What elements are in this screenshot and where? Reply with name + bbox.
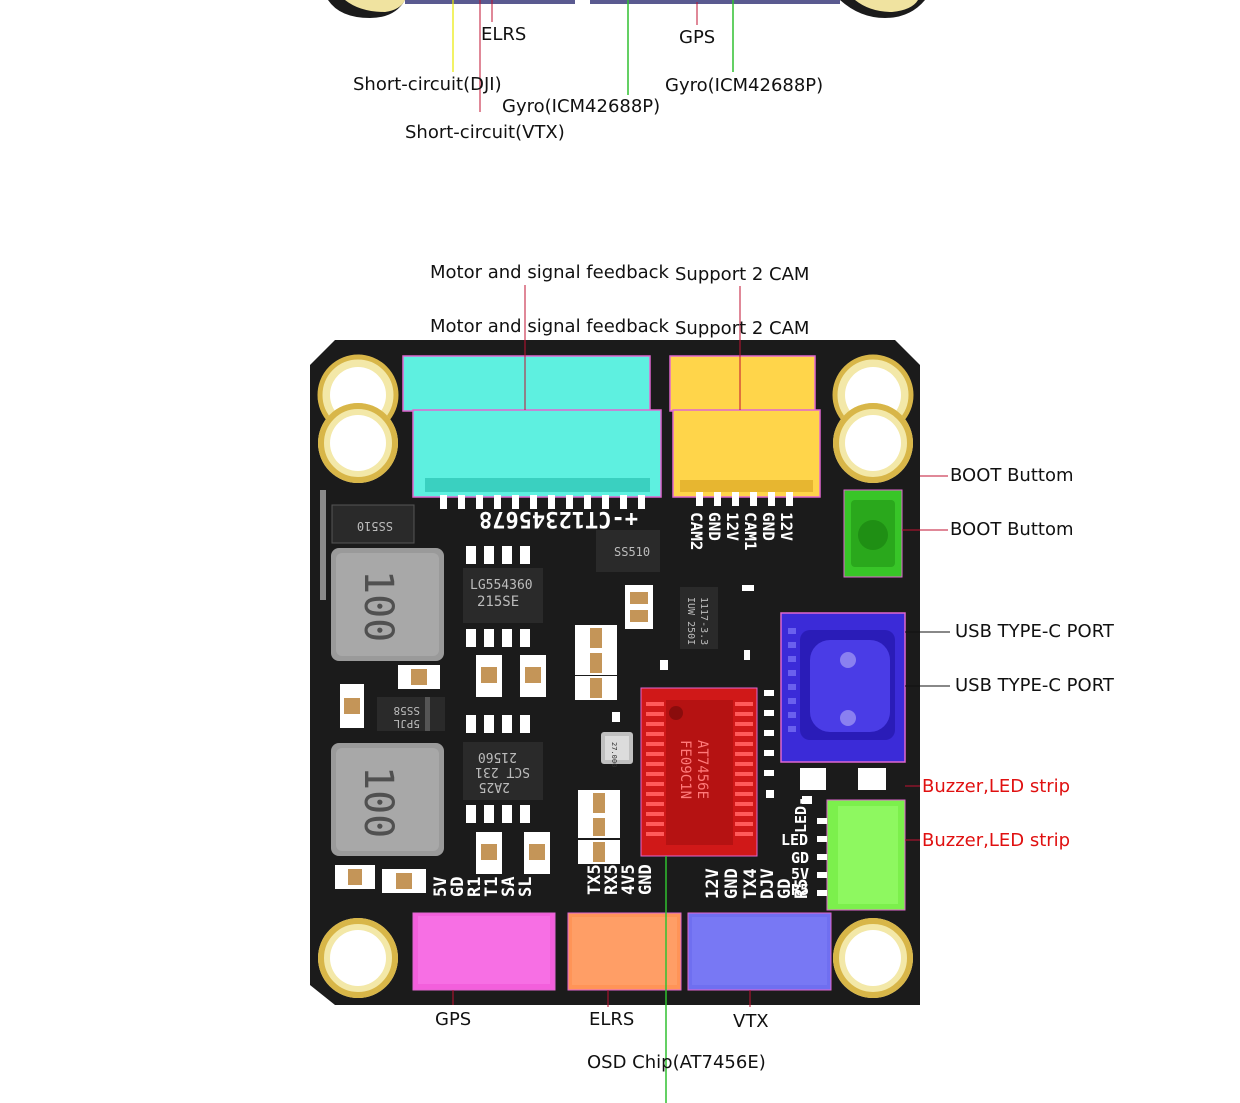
regulator-ic-2: [463, 742, 543, 800]
usb-callout-1: USB TYPE-C PORT: [955, 621, 1115, 642]
camera-pin-silkscreen: 12V GND CAM1 12V GND CAM2: [687, 512, 796, 551]
osd-chip-callout: OSD Chip(AT7456E): [587, 1052, 766, 1073]
svg-text:R5: R5: [791, 881, 809, 899]
motor-callout-2: Motor and signal feedback: [430, 316, 670, 337]
svg-text:RX5: RX5: [602, 864, 622, 895]
motor-callout-1: Motor and signal feedback: [430, 262, 670, 283]
motor-pin-silkscreen: +-CT12345678: [479, 506, 638, 531]
mounting-hole-bottom-right: [833, 918, 913, 998]
elrs-pin-silkscreen: TX5 RX5 4V5 GND: [585, 864, 656, 895]
led-pin-silkscreen: LED- LED GD 5V R5: [781, 797, 810, 899]
elrs-connector: [567, 912, 682, 991]
diode-mid-label: SS58: [394, 704, 421, 717]
svg-text:GND: GND: [636, 864, 656, 895]
callout-leader-lines: [452, 285, 950, 1103]
svg-text:5V: 5V: [791, 865, 809, 883]
regulator-ic-2-line1: 21560: [478, 749, 517, 764]
svg-text:GND: GND: [705, 512, 724, 541]
svg-text:12V: 12V: [703, 868, 723, 899]
regulator-ic-2-line3: 2A25: [479, 779, 510, 794]
svg-text:GD: GD: [791, 849, 809, 867]
boot-callout-1: BOOT Buttom: [950, 465, 1074, 486]
svg-text:GND: GND: [759, 512, 778, 541]
crystal: [601, 732, 633, 764]
top-short-circuit-dji-label: Short-circuit(DJI): [353, 74, 502, 95]
svg-text:12V: 12V: [777, 512, 796, 541]
diode-top-right: [596, 530, 660, 572]
vtx-pin-silkscreen: 12V GND TX4 DJV GD R5: [703, 868, 812, 899]
usb-callout-2: USB TYPE-C PORT: [955, 675, 1115, 696]
gps-pin-silkscreen: 5V GD R1 T1 SA SL: [431, 877, 536, 897]
svg-text:GND: GND: [722, 868, 742, 899]
svg-text:CAM2: CAM2: [687, 512, 706, 551]
diode-top-right-label: SS510: [614, 545, 650, 559]
diode-top-left-label: SS510: [357, 519, 393, 533]
regulator-ic-1: [463, 568, 543, 623]
osd-chip-line2: FE09C1N: [677, 740, 693, 799]
svg-text:GD: GD: [448, 877, 468, 897]
inductor-top: [331, 548, 444, 661]
svg-text:GD: GD: [775, 879, 795, 899]
svg-text:LED: LED: [781, 831, 808, 849]
diode-mid-sub-label: 5PJL: [393, 717, 420, 730]
svg-text:12V: 12V: [723, 512, 742, 541]
boot-button: [843, 489, 903, 578]
diode-mid: [377, 697, 445, 731]
crystal-label: 27.000: [610, 742, 618, 767]
svg-text:R1: R1: [465, 877, 485, 897]
inductor-top-label: 100: [355, 570, 401, 642]
svg-text:DJV: DJV: [758, 868, 778, 899]
ldo-line2: IUW 250I: [685, 597, 696, 645]
ldo-line1: 1117-3.3: [698, 597, 709, 645]
mounting-holes: [317, 354, 914, 998]
led-buzzer-connector: [817, 799, 906, 911]
vtx-connector: [687, 912, 832, 991]
mounting-hole-bottom-left: [318, 918, 398, 998]
regulator-ic-2-line2: SCT 231: [475, 764, 530, 779]
mounting-hole-top-left-2: [318, 403, 398, 483]
regulator-ic-1-line1: LG554360: [470, 578, 533, 593]
top-short-circuit-vtx-label: Short-circuit(VTX): [405, 122, 565, 143]
buzzer-callout-2: Buzzer,LED strip: [922, 830, 1070, 851]
gps-connector: [412, 912, 556, 991]
svg-text:SA: SA: [499, 877, 519, 897]
svg-text:4V5: 4V5: [619, 864, 639, 895]
top-gyro-left-label: Gyro(ICM42688P): [502, 96, 660, 117]
camera-connector: [669, 355, 821, 506]
svg-text:CAM1: CAM1: [741, 512, 760, 551]
svg-text:SL: SL: [516, 877, 536, 897]
passive-components: [335, 546, 886, 893]
usb-type-c-port: [780, 612, 906, 763]
regulator-ic-1-line2: 215SE: [477, 594, 519, 610]
top-leader-lines: [452, 0, 734, 112]
osd-chip: [640, 687, 758, 857]
diode-top-left: [331, 504, 415, 544]
cam-callout-1: Support 2 CAM: [675, 264, 809, 285]
buzzer-callout-1: Buzzer,LED strip: [922, 776, 1070, 797]
svg-text:T1: T1: [482, 877, 502, 897]
gps-callout: GPS: [435, 1009, 471, 1030]
svg-text:R5: R5: [792, 879, 812, 899]
top-gps-label: GPS: [679, 27, 715, 48]
svg-text:LED-: LED-: [792, 797, 810, 833]
top-board-fragment: [328, 0, 925, 18]
inductor-bottom-label: 100: [355, 766, 401, 838]
top-elrs-label: ELRS: [481, 24, 526, 45]
svg-text:TX4: TX4: [741, 868, 761, 899]
mounting-hole-top-right-2: [833, 403, 913, 483]
svg-text:TX5: TX5: [585, 864, 605, 895]
boot-callout-2: BOOT Buttom: [950, 519, 1074, 540]
ldo-regulator: [680, 587, 718, 649]
top-gyro-right-label: Gyro(ICM42688P): [665, 75, 823, 96]
inductor-bottom: [331, 743, 444, 856]
motor-connector: [402, 355, 662, 509]
elrs-callout: ELRS: [589, 1009, 634, 1030]
svg-text:5V: 5V: [431, 877, 451, 897]
vtx-callout: VTX: [733, 1011, 769, 1032]
osd-chip-line1: AT7456E: [694, 740, 710, 799]
cam-callout-2: Support 2 CAM: [675, 318, 809, 339]
